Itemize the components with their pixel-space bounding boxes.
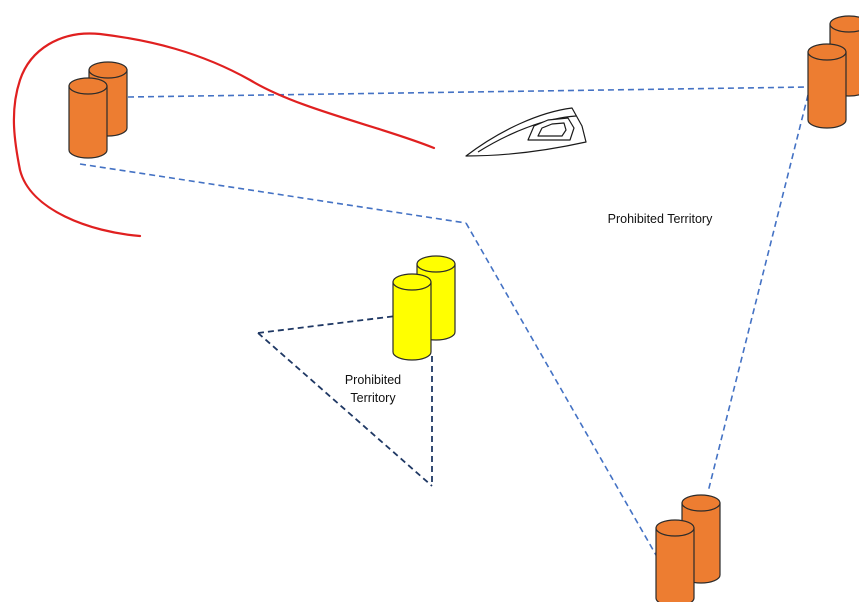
small-zone-label-line2: Territory <box>350 391 396 405</box>
small-zone-label: Prohibited Territory <box>323 371 423 407</box>
boundary-line-center-down <box>465 222 661 563</box>
orange-buoy-top-left <box>68 61 128 159</box>
small-zone-line-top <box>257 315 397 334</box>
orange-buoy-top-right <box>807 15 859 129</box>
boundary-line-left-diagonal <box>79 163 467 224</box>
boundary-line-right <box>707 94 809 493</box>
small-zone-boundary <box>257 315 433 487</box>
large-zone-boundary <box>79 86 811 563</box>
boat-deck-line <box>477 115 577 153</box>
boat-path <box>12 32 436 238</box>
small-zone-line-diagonal <box>257 332 433 487</box>
large-zone-label: Prohibited Territory <box>607 212 713 226</box>
small-zone-label-line1: Prohibited <box>344 373 402 387</box>
motorboat-icon <box>465 107 587 157</box>
orange-buoy-bottom <box>655 494 721 602</box>
boundary-line-top <box>127 86 811 98</box>
boat-cockpit-inner <box>537 122 567 137</box>
yellow-buoy <box>392 255 456 361</box>
